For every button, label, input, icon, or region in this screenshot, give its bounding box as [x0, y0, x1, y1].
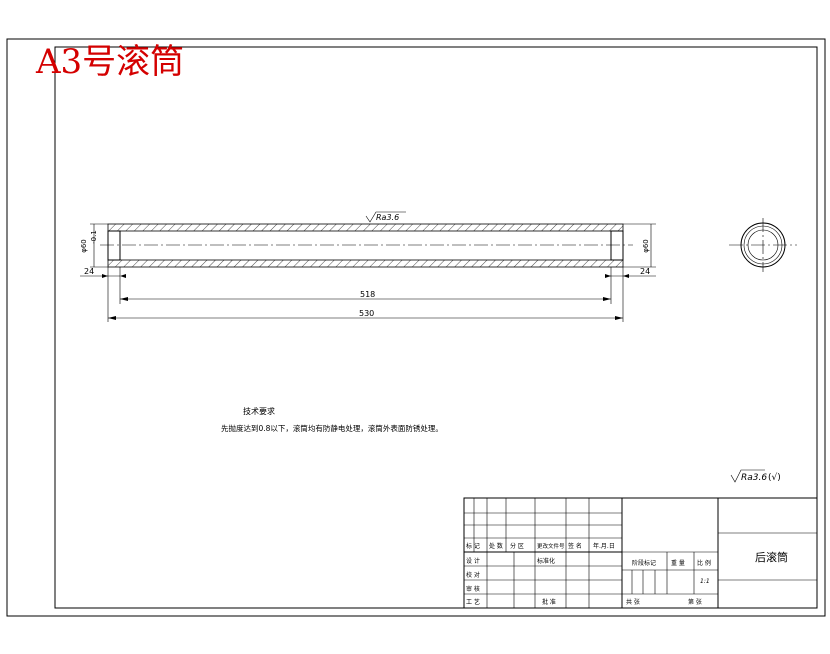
std-label: 标准化 — [537, 557, 555, 565]
svg-text:Ra3.6: Ra3.6 — [741, 473, 767, 483]
scale-label: 比 例 — [697, 559, 711, 567]
sheets-label: 共 张 — [626, 598, 640, 606]
title-block: 标 记 处 数 分 区 更改文件号 签 名 年.月.日 设 计 校 对 审 核 … — [463, 497, 818, 609]
left-end-cap — [107, 230, 121, 261]
dim-inner-dia: φ60 — [80, 239, 88, 253]
dim-inner-dia-tol: -0.1 — [90, 230, 98, 244]
dim-total-length: 530 — [359, 309, 374, 318]
dim-right-offset: 24 — [640, 267, 650, 276]
sheet-label: 第 张 — [688, 598, 702, 606]
sheet-title: A3号滚筒 — [35, 42, 184, 82]
inner-border — [54, 46, 818, 609]
top-wall-section — [107, 223, 624, 232]
part-name: 后滚筒 — [755, 550, 788, 564]
roller-end-view — [729, 218, 797, 272]
scale-value: 1:1 — [700, 578, 710, 585]
role-check: 校 对 — [466, 571, 480, 579]
rev-header-5: 年.月.日 — [593, 542, 615, 550]
general-surface-finish: Ra3.6 (√) — [730, 469, 781, 483]
roller-front-view: φ60 -0.1 φ60 24 24 518 530 — [80, 211, 656, 322]
rev-header-3: 更改文件号 — [537, 542, 565, 550]
svg-text:Ra3.6: Ra3.6 — [376, 213, 399, 222]
stage-label: 阶段标记 — [632, 559, 656, 567]
surface-finish-symbol: Ra3.6 — [365, 211, 406, 223]
approve-label: 批 准 — [542, 598, 556, 606]
dim-left-offset: 24 — [84, 267, 94, 276]
role-review: 审 核 — [466, 585, 480, 593]
role-process: 工 艺 — [466, 598, 480, 606]
rev-header-4: 签 名 — [568, 542, 582, 550]
svg-text:(√): (√) — [768, 472, 781, 483]
role-design: 设 计 — [466, 557, 480, 565]
notes-body: 先抛度达到0.8以下，滚筒均有防静电处理，滚筒外表面防锈处理。 — [221, 423, 443, 433]
rev-header-2: 分 区 — [510, 542, 524, 550]
notes-heading: 技术要求 — [243, 406, 275, 416]
rev-header-0: 标 记 — [466, 542, 480, 550]
outer-border — [6, 38, 826, 617]
rev-header-1: 处 数 — [489, 542, 503, 550]
right-end-cap — [610, 230, 624, 261]
dim-outer-dia: φ60 — [642, 239, 650, 253]
weight-label: 重 量 — [671, 559, 685, 567]
dim-inner-length: 518 — [360, 290, 375, 299]
bottom-wall-section — [107, 259, 624, 268]
